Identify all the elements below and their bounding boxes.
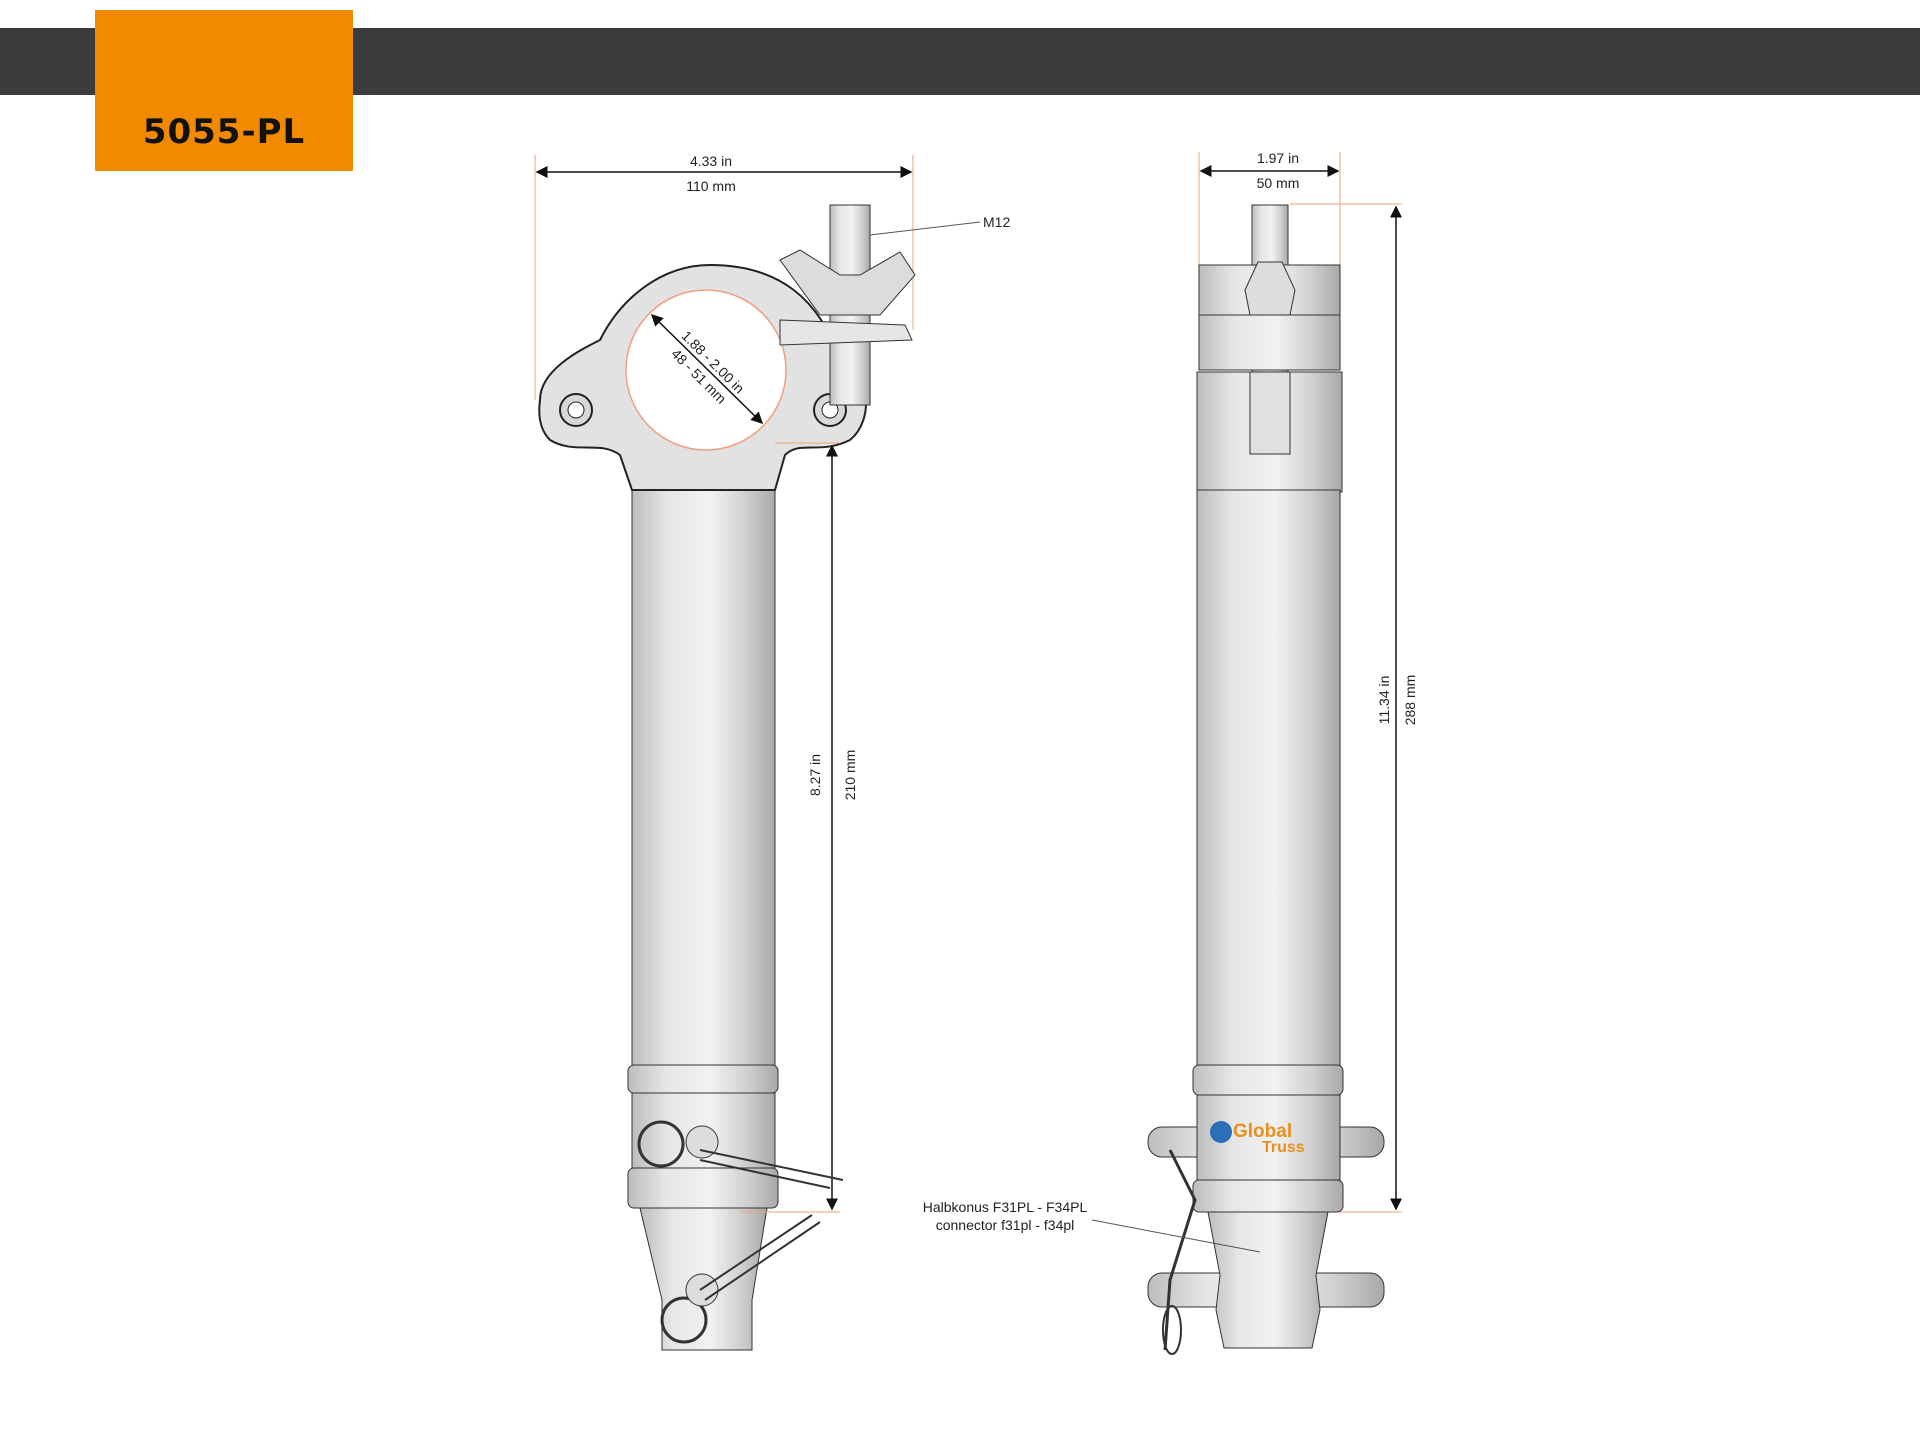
product-code: 5055-PL [142, 112, 306, 152]
svg-text:Global: Global [1233, 1121, 1292, 1142]
svg-text:Truss: Truss [1262, 1139, 1305, 1156]
product-code-badge: 5055-PL [95, 10, 353, 171]
side-view-clamp: 4.33 in 110 mm M12 1.88 - 2.00 in 48 - 5… [534, 153, 1010, 1351]
connector-label-de: Halbkonus F31PL - F34PL [923, 1199, 1088, 1215]
connector-label-en: connector f31pl - f34pl [936, 1217, 1075, 1233]
total-height-in-label: 11.34 in [1376, 676, 1392, 725]
height-in-label: 8.27 in [807, 754, 823, 796]
thread-label: M12 [983, 214, 1010, 230]
global-truss-logo: Global Truss [1210, 1121, 1305, 1156]
height-mm-label: 210 mm [842, 750, 858, 801]
width-in-label-right: 1.97 in [1257, 150, 1299, 166]
total-height-mm-label: 288 mm [1402, 675, 1418, 726]
width-in-label: 4.33 in [690, 153, 732, 169]
width-mm-label-right: 50 mm [1257, 175, 1300, 191]
front-view-clamp: 1.97 in 50 mm Global Truss 11.34 in 288 … [923, 150, 1418, 1355]
width-mm-label: 110 mm [686, 178, 736, 194]
